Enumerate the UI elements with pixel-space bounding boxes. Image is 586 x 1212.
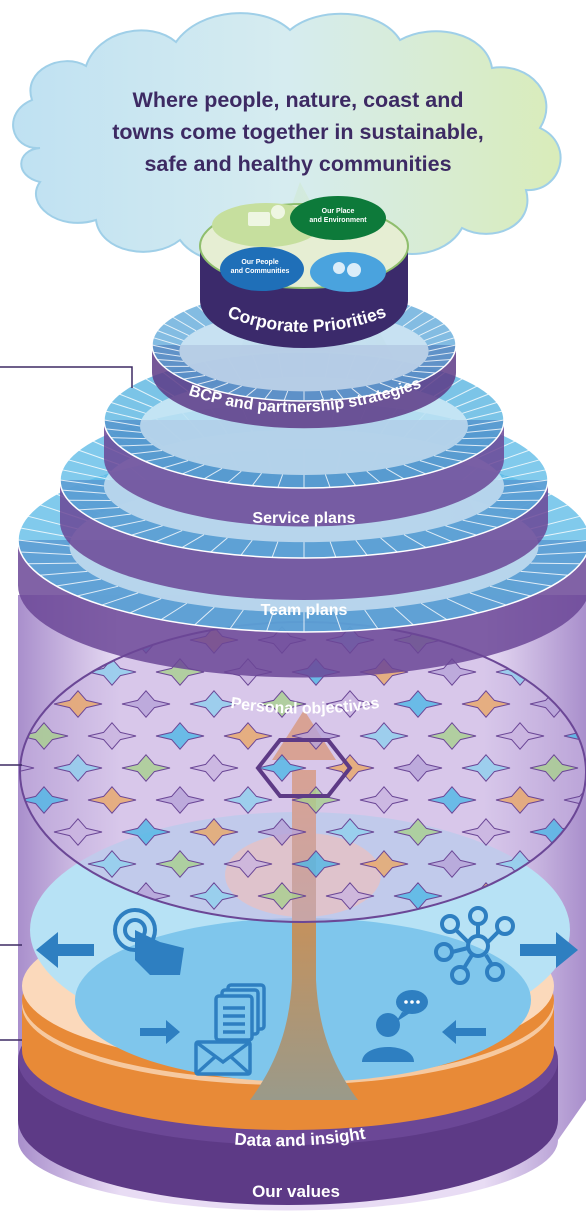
vision-cloud bbox=[12, 12, 562, 264]
people-label-line-1: Our People bbox=[241, 259, 278, 266]
connector-lines bbox=[0, 366, 133, 1041]
vision-line-1: Where people, nature, coast and bbox=[132, 88, 464, 112]
arrow-right-icon bbox=[520, 932, 578, 968]
place-label-line-2: and Environment bbox=[309, 217, 367, 224]
values-label: Our values bbox=[252, 1182, 340, 1201]
people-label-line-2: and Communities bbox=[231, 268, 290, 275]
place-label-line-1: Our Place bbox=[322, 208, 355, 215]
data-insight-label: Data and insight bbox=[234, 1124, 367, 1151]
corporate-priorities-label: Corporate Priorities bbox=[225, 301, 388, 336]
service-plans-label: Service plans bbox=[252, 510, 355, 527]
vision-line-2: towns come together in sustainable, bbox=[112, 120, 484, 144]
personal-objectives-label: Personal objectives bbox=[230, 695, 381, 718]
documents-icon bbox=[214, 983, 266, 1042]
arrow-left-small-icon bbox=[442, 1020, 486, 1044]
team-plans-label: Team plans bbox=[261, 602, 348, 619]
corporate-priorities-disc bbox=[199, 196, 409, 348]
arrow-right-small-icon bbox=[140, 1020, 180, 1044]
envelope-icon bbox=[194, 1040, 252, 1076]
arrow-left-icon bbox=[36, 932, 94, 968]
strategies-label: BCP and partnership strategies bbox=[187, 375, 424, 416]
network-hub-icon bbox=[434, 906, 515, 985]
person-chat-icon bbox=[362, 990, 428, 1062]
central-hexagon bbox=[255, 738, 353, 798]
vision-statement: Where people, nature, coast and towns co… bbox=[70, 84, 526, 180]
touch-hand-icon bbox=[113, 908, 184, 975]
vision-line-3: safe and healthy communities bbox=[144, 152, 452, 176]
